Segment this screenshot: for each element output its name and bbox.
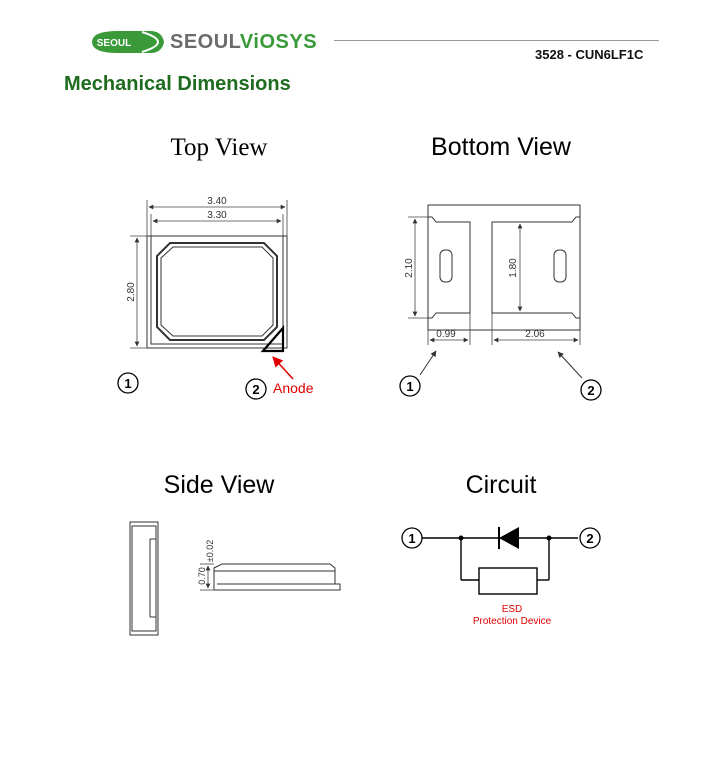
top-dim-width-inner: 3.30 <box>207 210 227 221</box>
bottom-pin2-marker: 2 <box>580 379 602 401</box>
top-dim-width-outer: 3.40 <box>207 196 227 207</box>
side-view-dimensions <box>200 563 214 591</box>
logo-badge-text: SEOUL <box>97 38 131 49</box>
circuit-title: Circuit <box>466 471 537 499</box>
side-view-title: Side View <box>164 471 276 499</box>
seoul-logo: SEOUL <box>92 31 164 53</box>
top-pin1-label: 1 <box>124 376 131 391</box>
brand-name: SEOULViOSYS <box>170 31 317 54</box>
diode-symbol <box>499 527 519 549</box>
bottom-pin1-label: 1 <box>406 379 413 394</box>
brand-name-main: SEOUL <box>170 31 240 53</box>
side-dim-tolerance: ±0.02 <box>205 540 215 562</box>
top-view-dimensions <box>130 200 288 349</box>
side-view-end <box>129 521 159 636</box>
junction-dot-right <box>546 535 552 541</box>
top-dim-height: 2.80 <box>126 282 137 302</box>
bottom-view-dimensions <box>408 216 581 345</box>
esd-label-line2: Protection Device <box>473 616 552 627</box>
bottom-dim-pad-left: 0.99 <box>436 329 456 340</box>
top-pin1-marker: 1 <box>117 372 139 394</box>
bottom-dim-height-outer: 2.10 <box>404 258 415 278</box>
anode-arrow <box>272 356 294 380</box>
bottom-dim-height-inner: 1.80 <box>508 258 519 278</box>
bottom-dim-pad-right: 2.06 <box>525 329 545 340</box>
top-view-package <box>146 235 288 353</box>
bottom-view-title: Bottom View <box>431 133 572 161</box>
circuit-pin2-label: 2 <box>586 531 593 546</box>
side-dim-thickness: 0.70 <box>197 567 207 585</box>
bottom-pin2-arrow <box>557 351 583 379</box>
circuit-pin1-marker: 1 <box>401 527 423 549</box>
circuit-pin1-label: 1 <box>408 531 415 546</box>
circuit-pin2-marker: 2 <box>579 527 601 549</box>
part-number: 3528 - CUN6LF1C <box>535 47 644 62</box>
circuit-schematic <box>422 527 578 595</box>
top-pin2-label: 2 <box>252 382 259 397</box>
brand-name-accent: ViOSYS <box>239 31 318 53</box>
section-title: Mechanical Dimensions <box>64 73 291 95</box>
bottom-pin1-marker: 1 <box>399 375 421 397</box>
junction-dot-left <box>458 535 464 541</box>
bottom-view-package <box>427 204 581 331</box>
bottom-pin1-arrow <box>419 350 437 376</box>
header-divider <box>334 40 659 41</box>
bottom-pin2-label: 2 <box>587 383 594 398</box>
anode-label: Anode <box>273 380 314 396</box>
top-pin2-marker: 2 <box>245 378 267 400</box>
esd-label-line1: ESD <box>502 604 523 615</box>
top-view-title: Top View <box>171 134 268 161</box>
side-view-profile <box>213 563 341 591</box>
